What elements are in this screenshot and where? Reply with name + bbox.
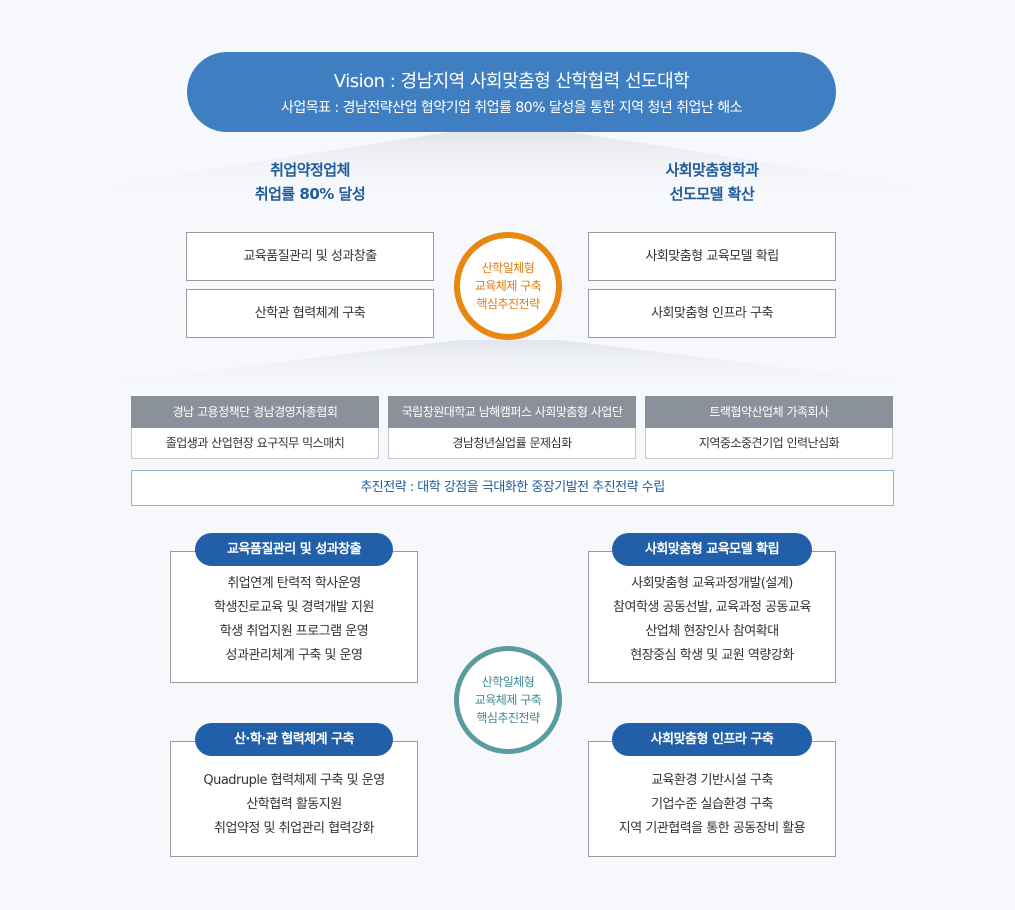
org-head: 트랙협약산업체 가족회사 [645,396,893,428]
org-issue: 경남청년실업률 문제심화 [388,428,636,459]
panel-model: 사회맞춤형 교육과정개발(설계) 참여학생 공동선발, 교육과정 공동교육 산업… [588,551,836,683]
upper-box-model: 사회맞춤형 교육모델 확립 [588,232,836,281]
list-item: 산업체 현장인사 참여확대 [645,624,779,639]
panel-infra: 교육환경 기반시설 구축 기업수준 실습환경 구축 지역 기관협력을 통한 공동… [588,741,836,857]
goal-right: 사회맞춤형학과 선도모델 확산 [592,158,832,206]
goal-right-line-2: 선도모델 확산 [669,185,755,203]
panel-title-quality: 교육품질관리 및 성과창출 [195,533,393,566]
panel-items: 교육환경 기반시설 구축 기업수준 실습환경 구축 지역 기관협력을 통한 공동… [589,769,835,841]
upper-box-cooperation: 산학관 협력체계 구축 [186,289,434,338]
goal-left-line-1: 취업약정업체 [270,161,350,179]
org-column-2: 국립창원대학교 남해캠퍼스 사회맞춤형 사업단 경남청년실업률 문제심화 [388,396,636,459]
goal-right-line-1: 사회맞춤형학과 [665,161,759,179]
circle-line-2: 교육체제 구축 [474,693,542,707]
list-item: 취업연계 탄력적 학사운영 [227,576,361,591]
panel-items: 사회맞춤형 교육과정개발(설계) 참여학생 공동선발, 교육과정 공동교육 산업… [589,572,835,668]
vision-title: Vision : 경남지역 사회맞춤형 산학협력 선도대학 [333,71,690,92]
upper-box-quality: 교육품질관리 및 성과창출 [186,232,434,281]
org-column-3: 트랙협약산업체 가족회사 지역중소중견기업 인력난심화 [645,396,893,459]
panel-title-infra: 사회맞춤형 인프라 구축 [612,723,812,756]
goal-left-line-2: 취업률 80% 달성 [254,185,366,203]
upper-box-label: 사회맞춤형 교육모델 확립 [645,249,779,264]
list-item: 사회맞춤형 교육과정개발(설계) [631,576,793,591]
panel-items: Quadruple 협력체제 구축 및 운영 산학협력 활동지원 취업약정 및 … [171,769,417,841]
panel-title-model: 사회맞춤형 교육모델 확립 [612,533,812,566]
list-item: 학생 취업지원 프로그램 운영 [219,624,369,639]
org-issue: 지역중소중견기업 인력난심화 [645,428,893,459]
upper-box-label: 사회맞춤형 인프라 구축 [651,306,773,321]
org-issue: 졸업생과 산업현장 요구직무 믹스매치 [131,428,379,459]
circle-line-1: 산학일체형 [481,261,535,275]
panel-title-cooperation: 산·학·관 협력체계 구축 [195,723,393,756]
org-head: 경남 고용정책단 경남경영자총협회 [131,396,379,428]
list-item: 성과관리체계 구축 및 운영 [225,648,363,663]
circle-line-2: 교육체제 구축 [474,279,542,293]
list-item: 기업수준 실습환경 구축 [651,797,773,812]
upper-box-label: 산학관 협력체계 구축 [254,306,366,321]
panel-quality: 취업연계 탄력적 학사운영 학생진로교육 및 경력개발 지원 학생 취업지원 프… [170,551,418,683]
list-item: 산학협력 활동지원 [246,797,342,812]
project-goal: 사업목표 : 경남전략산업 협약기업 취업률 80% 달성을 통한 지역 청년 … [280,100,743,116]
circle-line-3: 핵심추진전략 [476,711,540,725]
vision-banner: Vision : 경남지역 사회맞춤형 산학협력 선도대학 사업목표 : 경남전… [187,52,836,132]
org-column-1: 경남 고용정책단 경남경영자총협회 졸업생과 산업현장 요구직무 믹스매치 [131,396,379,459]
panel-cooperation: Quadruple 협력체제 구축 및 운영 산학협력 활동지원 취업약정 및 … [170,741,418,857]
upper-box-label: 교육품질관리 및 성과창출 [243,249,377,264]
strategy-bar: 추진전략 : 대학 강점을 극대화한 중장기발전 추진전략 수립 [131,470,894,506]
upper-beam [10,132,1010,200]
core-strategy-circle: 산학일체형 교육체제 구축 핵심추진전략 [454,232,562,340]
list-item: 교육환경 기반시설 구축 [651,773,773,788]
list-item: 취업약정 및 취업관리 협력강화 [214,821,374,836]
list-item: 지역 기관협력을 통한 공동장비 활용 [618,821,806,836]
circle-line-1: 산학일체형 [481,675,535,689]
list-item: Quadruple 협력체제 구축 및 운영 [203,773,385,788]
list-item: 학생진로교육 및 경력개발 지원 [214,600,374,615]
panel-items: 취업연계 탄력적 학사운영 학생진로교육 및 경력개발 지원 학생 취업지원 프… [171,572,417,668]
goal-left: 취업약정업체 취업률 80% 달성 [190,158,430,206]
lower-beam [10,340,1010,395]
lower-strategy-circle: 산학일체형 교육체제 구축 핵심추진전략 [454,646,562,754]
org-head: 국립창원대학교 남해캠퍼스 사회맞춤형 사업단 [388,396,636,428]
upper-box-infra: 사회맞춤형 인프라 구축 [588,289,836,338]
circle-line-3: 핵심추진전략 [476,297,540,311]
list-item: 현장중심 학생 및 교원 역량강화 [630,648,794,663]
list-item: 참여학생 공동선발, 교육과정 공동교육 [613,600,811,615]
